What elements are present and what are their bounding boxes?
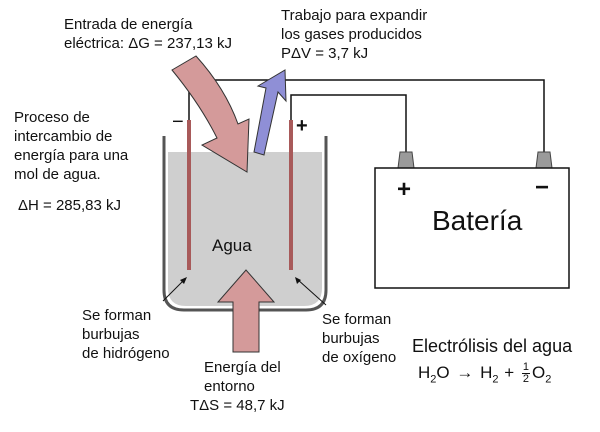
pointer-oxygen-head xyxy=(295,277,301,284)
energy-input-arrow xyxy=(171,55,250,173)
battery-body xyxy=(374,167,570,289)
electrode-minus-sign: − xyxy=(172,111,184,133)
battery-terminal-negative xyxy=(535,151,553,169)
battery-minus-sign: − xyxy=(535,174,550,201)
water-fill xyxy=(168,152,322,306)
electrode-hydrogen xyxy=(187,120,191,270)
pointer-hydrogen xyxy=(162,278,186,302)
oxygen-label: Se forman burbujas de oxígeno xyxy=(322,311,397,366)
environment-label: Energía del entorno TΔS = 48,7 kJ xyxy=(190,359,285,414)
work-label: Trabajo para expandir los gases producid… xyxy=(281,7,428,62)
pointer-oxygen xyxy=(296,278,327,306)
process-label: Proceso de intercambio de energía para u… xyxy=(14,109,129,183)
pointer-hydrogen-head xyxy=(180,277,187,284)
wire-positive xyxy=(290,94,407,152)
electrode-oxygen xyxy=(289,120,293,270)
enthalpy-label: ΔH = 285,83 kJ xyxy=(18,197,121,214)
battery-terminal-positive xyxy=(397,151,415,169)
battery-label: Batería xyxy=(432,205,523,236)
energy-input-label: Entrada de energía eléctrica: ΔG = 237,1… xyxy=(64,16,233,52)
electrode-plus-sign: + xyxy=(296,115,308,137)
battery-plus-sign: + xyxy=(397,176,412,203)
hydrogen-label: Se forman burbujas de hidrógeno xyxy=(82,307,170,362)
diagram-title: Electrólisis del agua xyxy=(412,336,573,356)
environment-arrow xyxy=(216,269,276,353)
work-arrow xyxy=(253,69,287,156)
water-label: Agua xyxy=(212,236,252,255)
wire-negative xyxy=(188,79,545,152)
